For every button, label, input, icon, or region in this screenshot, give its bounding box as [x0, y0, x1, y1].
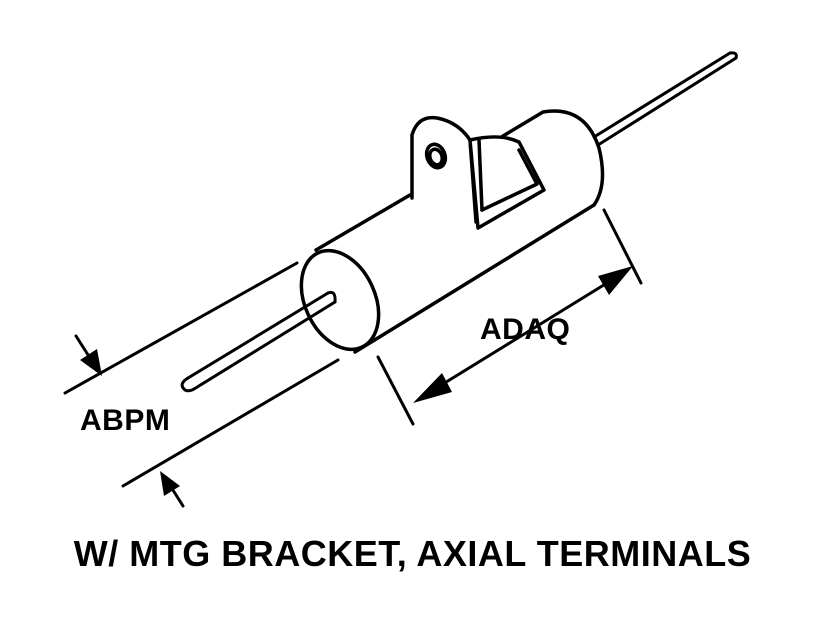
mounting-hole [424, 142, 448, 170]
capacitor-body [314, 109, 605, 354]
front-end-cap [299, 248, 381, 352]
abpm-arrowhead-bottom [160, 471, 180, 496]
adaq-arrowhead-right [598, 266, 633, 295]
adaq-arrowhead-left [413, 373, 452, 403]
diagram-caption: W/ MTG BRACKET, AXIAL TERMINALS [73, 533, 752, 574]
adaq-dimension [376, 208, 643, 426]
abpm-arrowhead-top [80, 349, 102, 376]
right-lead-wire [592, 51, 738, 147]
left-lead-wire [180, 290, 337, 393]
dimension-label-abpm: ABPM [80, 404, 171, 437]
dimension-label-adaq: ADAQ [480, 313, 571, 346]
mounting-bracket [410, 115, 546, 230]
